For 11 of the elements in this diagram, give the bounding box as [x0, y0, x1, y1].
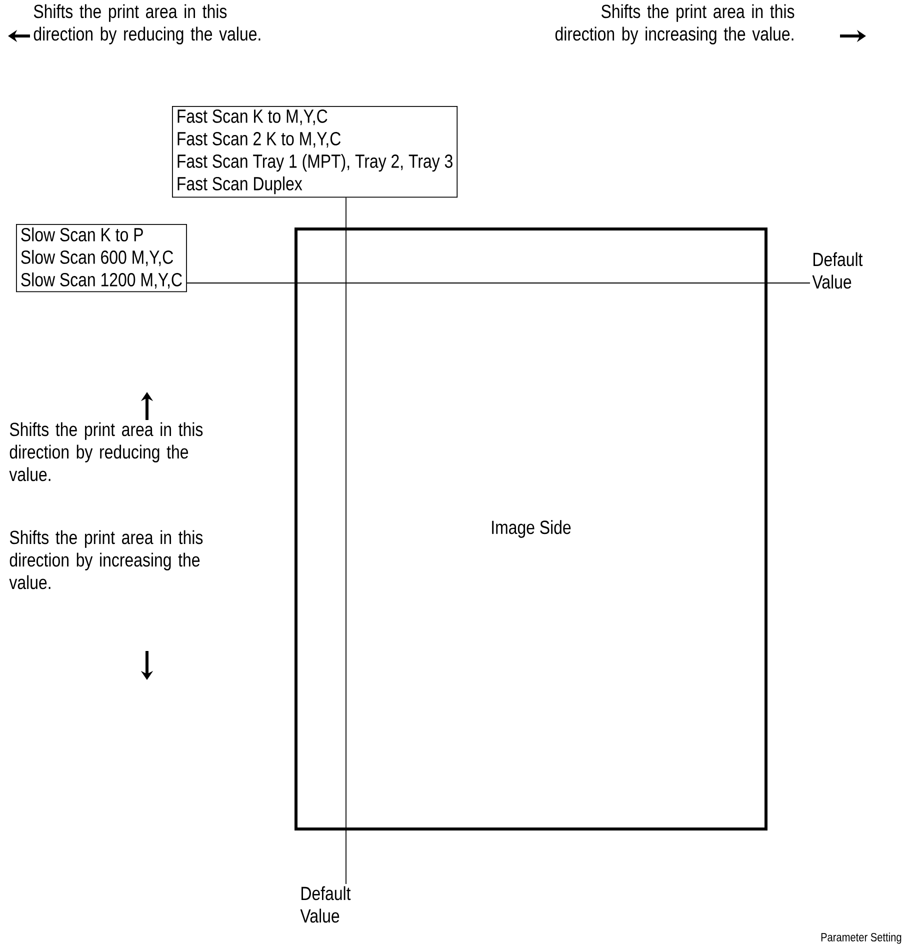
default-value-label: Default Value — [300, 886, 351, 923]
note-text: Shifts the print area in this direction by increasing the value. — [555, 4, 794, 44]
default-value-label: Default Value — [812, 252, 863, 289]
parameter-box: Slow Scan K to P Slow Scan 600 M,Y,C Slow Scan 1200 M,Y,C — [16, 224, 187, 292]
leader-line — [186, 282, 810, 284]
parameter-box: Fast Scan K to M,Y,C Fast Scan 2 K to M,Y,C Fast Scan Tray 1 (MPT), Tray 2, Tray 3 Fast Scan Duplex — [172, 106, 458, 198]
note-text: Shifts the print area in this direction by reducing the value. — [9, 422, 203, 482]
paper-sheet: Image Side — [294, 228, 768, 830]
note-text: Shifts the print area in this direction by increasing the value. — [9, 530, 203, 590]
note-text: Shifts the print area in this direction by reducing the value. — [34, 4, 260, 44]
note-text: Parameter Setting — [821, 932, 902, 944]
